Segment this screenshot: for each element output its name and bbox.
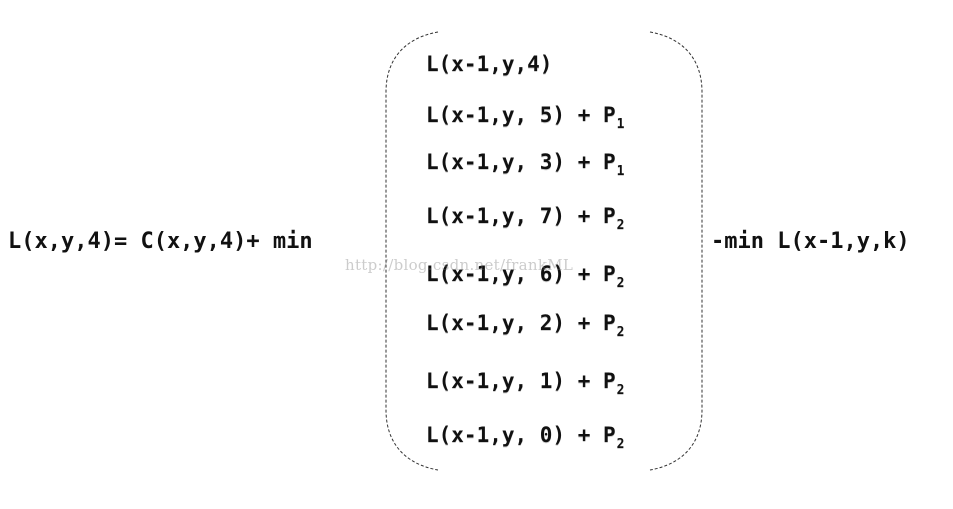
row-penalty-subscript: 1 [616,164,625,179]
row-expression: L(x-1,y, 1) + P [426,369,616,393]
row-expression: L(x-1,y, 2) + P [426,311,616,335]
row-penalty-subscript: 2 [616,383,625,398]
candidate-row: L(x-1,y,4) [426,54,553,75]
candidate-row: L(x-1,y, 5) + P1 [426,103,624,132]
row-expression: L(x-1,y,4) [426,52,553,76]
right-dashed-bracket [649,31,703,471]
row-expression: L(x-1,y, 6) + P [426,262,616,286]
row-expression: L(x-1,y, 0) + P [426,423,616,447]
left-dashed-bracket [385,31,439,471]
candidate-row: L(x-1,y, 7) + P2 [426,204,624,233]
row-expression: L(x-1,y, 3) + P [426,150,616,174]
equation-subtract-min-term: -min L(x-1,y,k) [711,229,910,254]
row-penalty-subscript: 2 [616,325,625,340]
row-penalty-subscript: 1 [616,117,625,132]
candidate-row: L(x-1,y, 0) + P2 [426,423,624,452]
row-expression: L(x-1,y, 5) + P [426,103,616,127]
row-expression: L(x-1,y, 7) + P [426,204,616,228]
candidate-row: L(x-1,y, 6) + P2 [426,262,624,291]
row-penalty-subscript: 2 [616,218,625,233]
candidate-row: L(x-1,y, 3) + P1 [426,150,624,179]
dashed-brackets [385,31,703,471]
candidate-row: L(x-1,y, 2) + P2 [426,311,624,340]
equation-left-side: L(x,y,4)= C(x,y,4)+ min [8,229,313,254]
row-penalty-subscript: 2 [616,437,625,452]
row-penalty-subscript: 2 [616,276,625,291]
candidate-matrix: L(x-1,y,4) L(x-1,y, 5) + P1 L(x-1,y, 3) … [382,30,706,472]
candidate-row: L(x-1,y, 1) + P2 [426,369,624,398]
blog-watermark: http://blog.csdn.net/frankML [345,256,574,274]
